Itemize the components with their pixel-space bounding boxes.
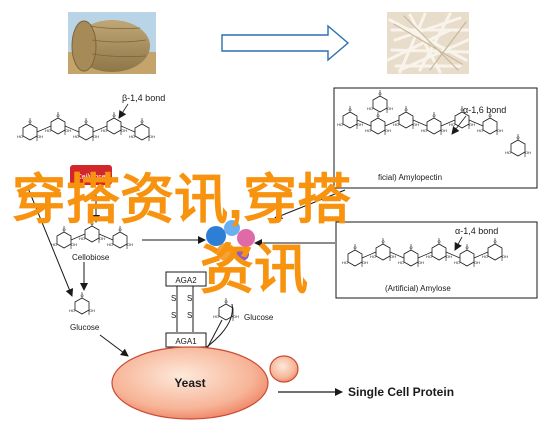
cellulose-to-glucose-arrow: [27, 187, 74, 297]
glucose-molecule-left: [68, 291, 96, 316]
alpha14-bond-pointer: [454, 236, 463, 251]
ss-label-1: S: [171, 294, 176, 303]
enzyme-cluster: [206, 220, 255, 261]
watermark-line2: 资讯: [200, 240, 308, 300]
cellulose-badge: [70, 165, 112, 185]
amylopectin-label: ficial) Amylopectin: [378, 173, 442, 182]
watermark: 穿搭资讯,穿搭 资讯: [12, 170, 351, 300]
aga1-label: AGA1: [175, 337, 197, 346]
cellobiose-molecule: [50, 219, 134, 250]
glucose-molecule-mid: [212, 297, 240, 322]
alpha14-bond-label: α-1,4 bond: [455, 226, 498, 236]
alpha16-bond-label: α-1,6 bond: [463, 105, 506, 115]
amylopectin-to-enzyme-arrow: [274, 189, 346, 220]
amylose-box: [335, 221, 538, 299]
glucose-to-yeast-arrow: [99, 334, 129, 357]
glucose-left-label: Glucose: [70, 323, 100, 332]
starch-noodles-image: [386, 12, 470, 74]
beta-bond-label: β-1,4 bond: [122, 93, 165, 103]
amylopectin-box: [333, 87, 538, 189]
ss-label-4: S: [187, 311, 192, 320]
ss-label-3: S: [171, 311, 176, 320]
cellulose-label: Cellulose: [77, 174, 106, 181]
ss-label-2: S: [187, 294, 192, 303]
yeast-cell: [111, 346, 299, 420]
hay-bale-image: [68, 12, 156, 74]
watermark-line1: 穿搭资讯,穿搭: [12, 170, 351, 230]
yeast-label: Yeast: [174, 376, 205, 390]
block-arrow: [221, 24, 350, 62]
alpha16-bond-pointer: [451, 115, 467, 135]
scp-label: Single Cell Protein: [348, 385, 454, 399]
amylose-label: (Artificial) Amylose: [385, 284, 451, 293]
cellulose-chain: [16, 111, 156, 142]
beta-bond-pointer: [118, 103, 129, 119]
aga2-box: [165, 271, 207, 287]
cellobiose-label: Cellobiose: [72, 253, 110, 262]
glucose-mid-label: Glucose: [244, 313, 274, 322]
aga2-label: AGA2: [175, 276, 197, 285]
